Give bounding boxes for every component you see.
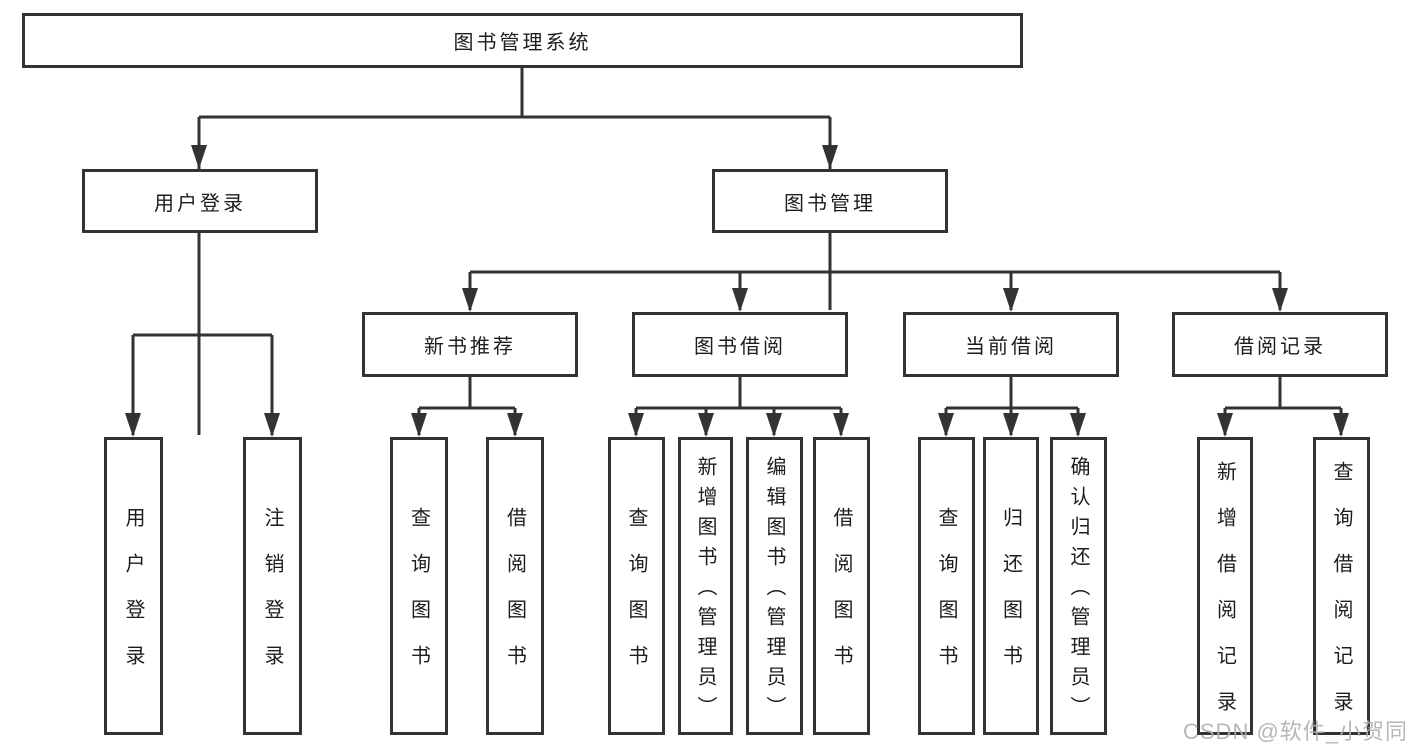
leaf-add-books-admin: 新增图书（管理员） — [678, 437, 733, 735]
arrowhead — [1003, 288, 1019, 312]
leaf-query-books-current: 查询图书 — [918, 437, 975, 735]
connector-root-drops — [197, 117, 832, 167]
arrowhead — [833, 413, 849, 437]
node-label: 图书管理 — [784, 192, 876, 215]
leaf-add-borrow-record: 新增借阅记录 — [1197, 437, 1253, 737]
leaf-label: 归还图书 — [999, 507, 1022, 691]
arrowhead — [1003, 413, 1019, 437]
arrowhead — [411, 413, 427, 437]
arrowheads — [125, 145, 1349, 437]
arrowhead — [1333, 413, 1349, 437]
arrowhead — [698, 413, 714, 437]
connector-borrowrecords-group — [1223, 377, 1343, 435]
leaf-query-books-borrow: 查询图书 — [608, 437, 665, 735]
node-label: 当前借阅 — [965, 336, 1057, 358]
leaf-label: 查询借阅记录 — [1330, 461, 1352, 737]
arrowhead — [1272, 288, 1288, 312]
node-library-management-system: 图书管理系统 — [22, 13, 1023, 68]
leaf-return-books: 归还图书 — [983, 437, 1039, 735]
node-book-borrow: 图书借阅 — [632, 312, 848, 377]
leaf-label: 借阅图书 — [830, 507, 852, 691]
csdn-watermark: CSDN @软件_小贺同学 — [1183, 719, 1405, 744]
arrowhead — [766, 413, 782, 437]
leaf-user-login: 用户登录 — [104, 437, 163, 735]
leaf-query-borrow-record: 查询借阅记录 — [1313, 437, 1370, 737]
node-borrow-records: 借阅记录 — [1172, 312, 1388, 377]
node-current-borrow: 当前借阅 — [903, 312, 1119, 377]
node-label: 图书借阅 — [694, 336, 786, 358]
leaf-label: 新增借阅记录 — [1213, 461, 1236, 737]
connector-userlogin-group — [131, 233, 274, 435]
node-label: 借阅记录 — [1234, 336, 1326, 358]
leaf-borrow-books: 借阅图书 — [813, 437, 870, 735]
leaf-confirm-return-admin: 确认归还（管理员） — [1050, 437, 1107, 735]
node-label: 用户登录 — [154, 192, 246, 215]
arrowhead — [1070, 413, 1086, 437]
arrowhead — [462, 288, 478, 312]
arrowhead — [191, 145, 207, 169]
leaf-label: 编辑图书（管理员） — [763, 456, 785, 726]
node-label: 图书管理系统 — [453, 32, 592, 54]
arrowhead — [507, 413, 523, 437]
leaf-label: 注销登录 — [261, 507, 283, 691]
leaf-logout: 注销登录 — [243, 437, 302, 735]
arrowhead — [938, 413, 954, 437]
arrowhead — [264, 413, 280, 437]
connector-bookborrow-group — [634, 377, 843, 435]
leaf-label: 借阅图书 — [503, 507, 526, 691]
connector-root-to-level2 — [197, 68, 832, 435]
node-label: 新书推荐 — [424, 336, 516, 358]
arrowhead — [1217, 413, 1233, 437]
leaf-label: 查询图书 — [625, 507, 647, 691]
node-user-login: 用户登录 — [82, 169, 318, 233]
leaf-label: 用户登录 — [122, 507, 144, 691]
arrowhead — [732, 288, 748, 312]
leaf-label: 新增图书（管理员） — [694, 456, 716, 726]
connector-bookmgmt-group — [468, 233, 1282, 310]
connector-newbook-group — [417, 377, 517, 435]
arrowhead — [125, 413, 141, 437]
leaf-label: 确认归还（管理员） — [1067, 456, 1089, 726]
connector-lines — [131, 68, 1343, 435]
leaf-edit-books-admin: 编辑图书（管理员） — [746, 437, 803, 735]
node-book-management: 图书管理 — [712, 169, 948, 233]
arrowhead — [628, 413, 644, 437]
leaf-borrow-books-recommend: 借阅图书 — [486, 437, 544, 735]
leaf-query-books-recommend: 查询图书 — [390, 437, 448, 735]
arrowhead — [822, 145, 838, 169]
node-new-book-recommend: 新书推荐 — [362, 312, 578, 377]
leaf-label: 查询图书 — [935, 507, 957, 691]
leaf-label: 查询图书 — [407, 507, 430, 691]
